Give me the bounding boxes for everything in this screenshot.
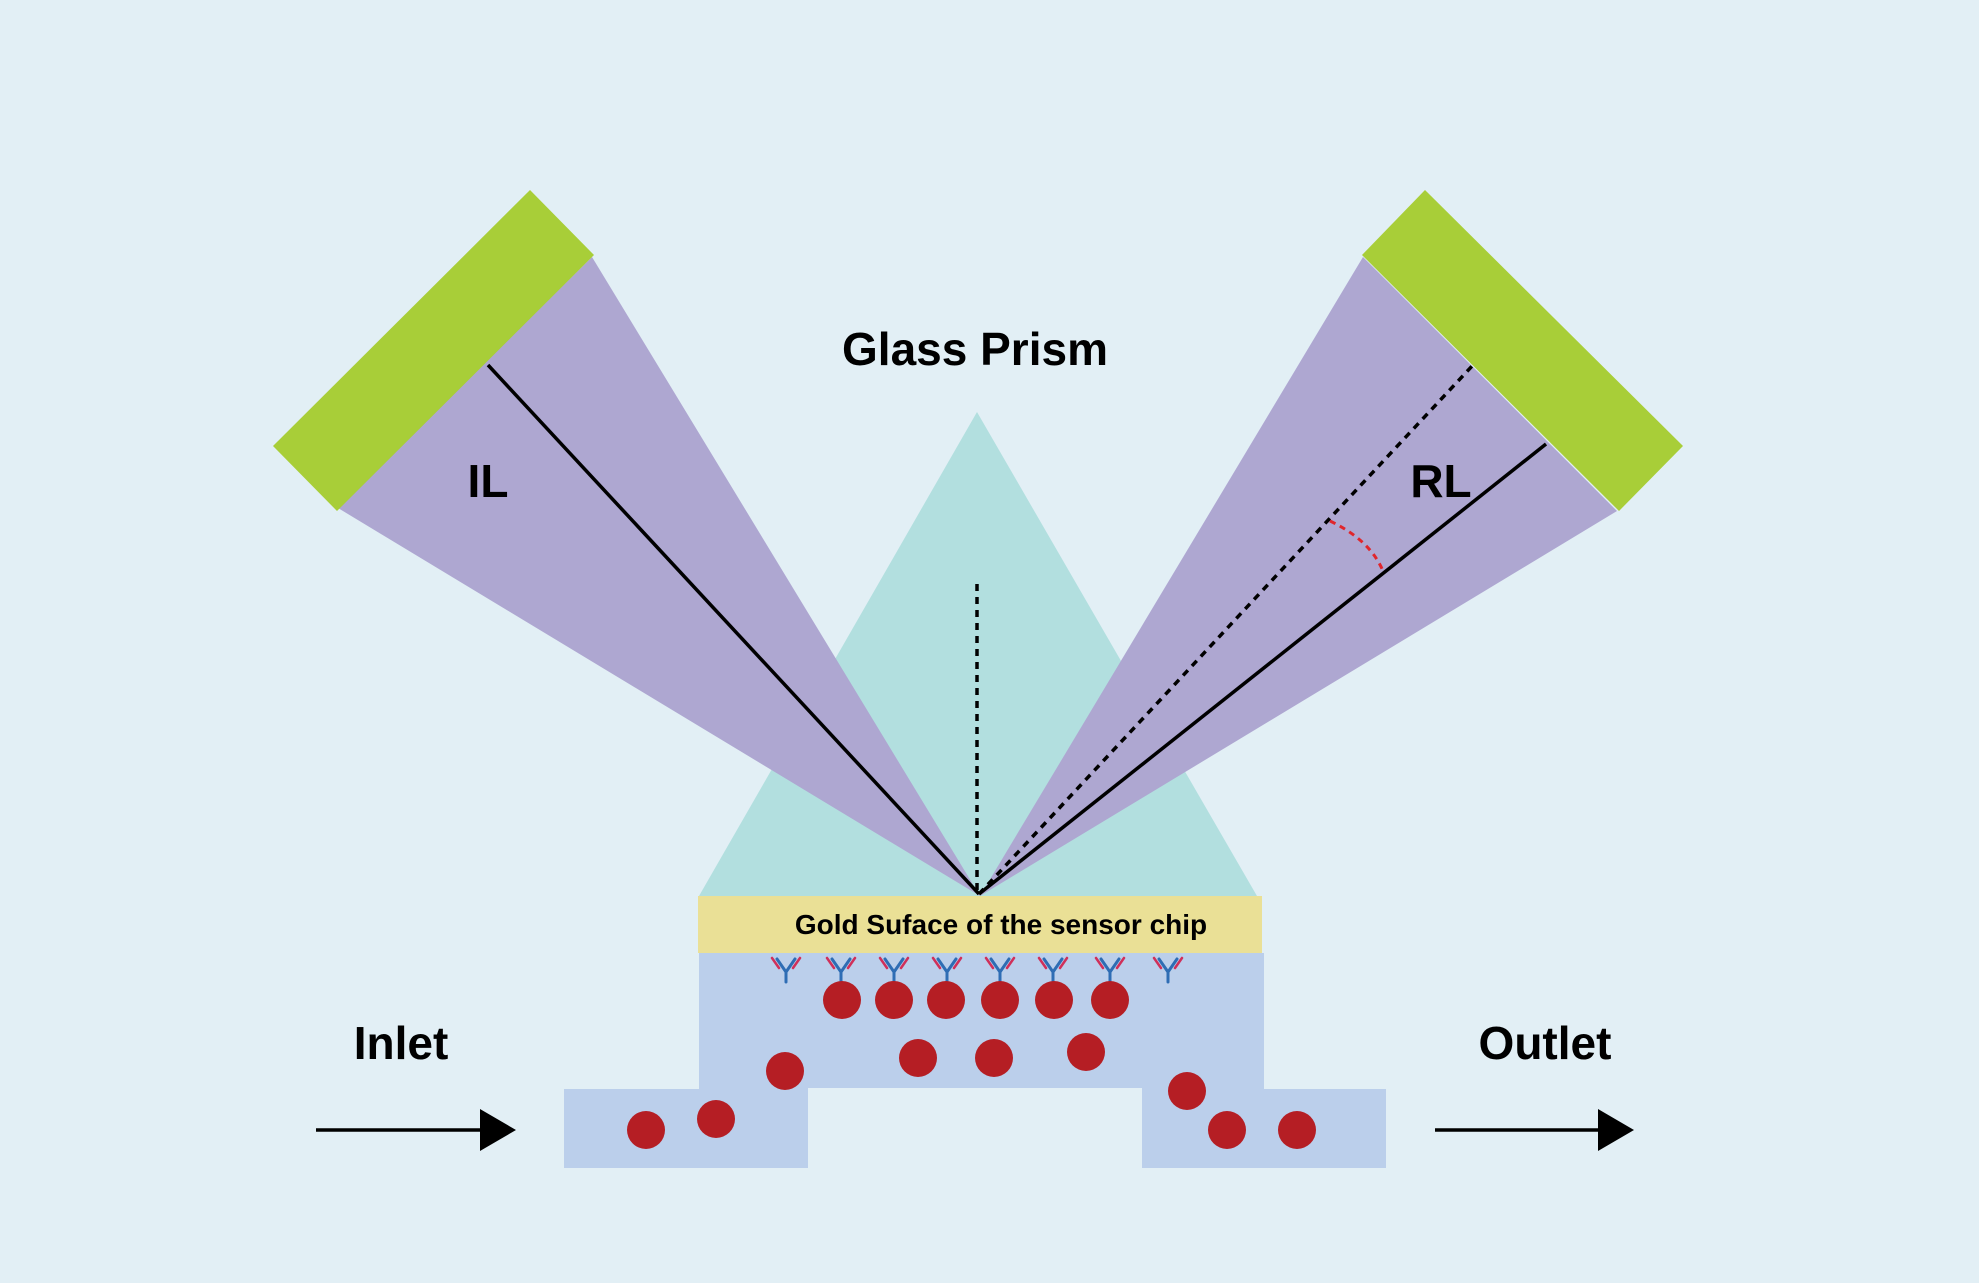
analyte-molecule-icon [697, 1100, 735, 1138]
gold-surface-label: Gold Suface of the sensor chip [795, 909, 1207, 940]
detector [1362, 190, 1683, 511]
analyte-molecule-icon [899, 1039, 937, 1077]
reflected-ray [977, 442, 1548, 896]
analyte-molecule-icon [1168, 1072, 1206, 1110]
resonance-angle-arc [1329, 519, 1385, 572]
prism-label: Glass Prism [842, 323, 1108, 375]
analyte-molecule-icon [975, 1039, 1013, 1077]
reflected-light-beam [980, 257, 1617, 896]
inlet-arrow-icon [316, 1109, 516, 1151]
incident-ray [486, 363, 981, 896]
gold-surface [698, 896, 1262, 953]
analyte-molecule-icon [1278, 1111, 1316, 1149]
analyte-molecule-icon [627, 1111, 665, 1149]
analyte-molecule-icon [1091, 981, 1129, 1019]
outlet-label: Outlet [1479, 1017, 1612, 1069]
inlet-label: Inlet [354, 1017, 449, 1069]
analyte-molecule-icon [1067, 1033, 1105, 1071]
incident-light-label: IL [468, 455, 509, 507]
analyte-molecule-icon [927, 981, 965, 1019]
analyte-molecule-icon [766, 1052, 804, 1090]
light-source [273, 190, 594, 511]
analyte-molecule-icon [1208, 1111, 1246, 1149]
analyte-molecules [627, 981, 1316, 1149]
analyte-molecule-icon [823, 981, 861, 1019]
outlet-arrow-icon [1435, 1109, 1634, 1151]
reflected-light-label: RL [1410, 455, 1471, 507]
analyte-molecule-icon [875, 981, 913, 1019]
incident-light-beam [338, 257, 980, 896]
flow-cell [564, 953, 1386, 1168]
reflection-reference-line [977, 362, 1476, 896]
analyte-molecule-icon [1035, 981, 1073, 1019]
analyte-molecule-icon [981, 981, 1019, 1019]
